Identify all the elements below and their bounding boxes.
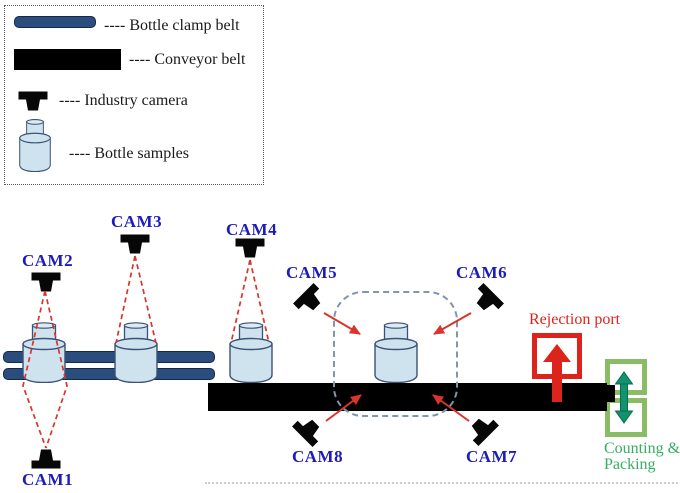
cam1-label: CAM1 [22, 470, 74, 489]
bottle-sample-icon [19, 118, 51, 172]
bottle-sample-1 [22, 321, 66, 383]
rejection-port-box [532, 333, 582, 379]
cam6-label: CAM6 [456, 263, 508, 282]
cam1-camera-icon [31, 449, 61, 469]
rejection-port-label: Rejection port [529, 311, 621, 328]
legend-item-camera-label: ---- Industry camera [59, 92, 188, 109]
cam6-camera-icon [469, 282, 504, 317]
cam2-label: CAM2 [22, 251, 74, 270]
conveyor-belt-swatch [14, 49, 121, 70]
conveyor-belt-end-tab [604, 385, 615, 402]
legend-item-bottle-label: ---- Bottle samples [69, 145, 189, 162]
bottle-clamp-belt-swatch [14, 16, 96, 28]
counting-packing-label: Counting & Packing [604, 441, 680, 473]
cam7-camera-icon [464, 411, 499, 446]
cam5-camera-icon [292, 282, 327, 317]
conveyor-belt [208, 383, 607, 411]
legend-item-conveyor-label: ---- Conveyor belt [129, 51, 246, 68]
packing-station-lower-box [605, 398, 647, 437]
cam3-label: CAM3 [111, 212, 163, 231]
bottle-sample-3 [229, 321, 273, 383]
cam7-label: CAM7 [466, 447, 518, 466]
industry-camera-icon [18, 91, 48, 111]
cam4-label: CAM4 [226, 220, 278, 239]
caption-separator-line [205, 482, 678, 484]
inspection-zone-dashed-box [333, 291, 458, 417]
cam4-camera-icon [235, 238, 265, 258]
legend-box: ---- Bottle clamp belt ---- Conveyor bel… [4, 5, 264, 185]
cam8-label: CAM8 [292, 447, 344, 466]
counting-packing-line1: Counting & [604, 440, 680, 457]
cam8-camera-icon [291, 412, 326, 447]
counting-packing-line2: Packing [604, 456, 656, 473]
bottle-sample-2 [114, 321, 158, 383]
cam2-camera-icon [31, 272, 61, 292]
legend-item-clamp-belt-label: ---- Bottle clamp belt [104, 17, 240, 34]
bottle-sample-4 [374, 321, 418, 383]
cam5-label: CAM5 [286, 263, 338, 282]
cam3-camera-icon [120, 234, 150, 254]
